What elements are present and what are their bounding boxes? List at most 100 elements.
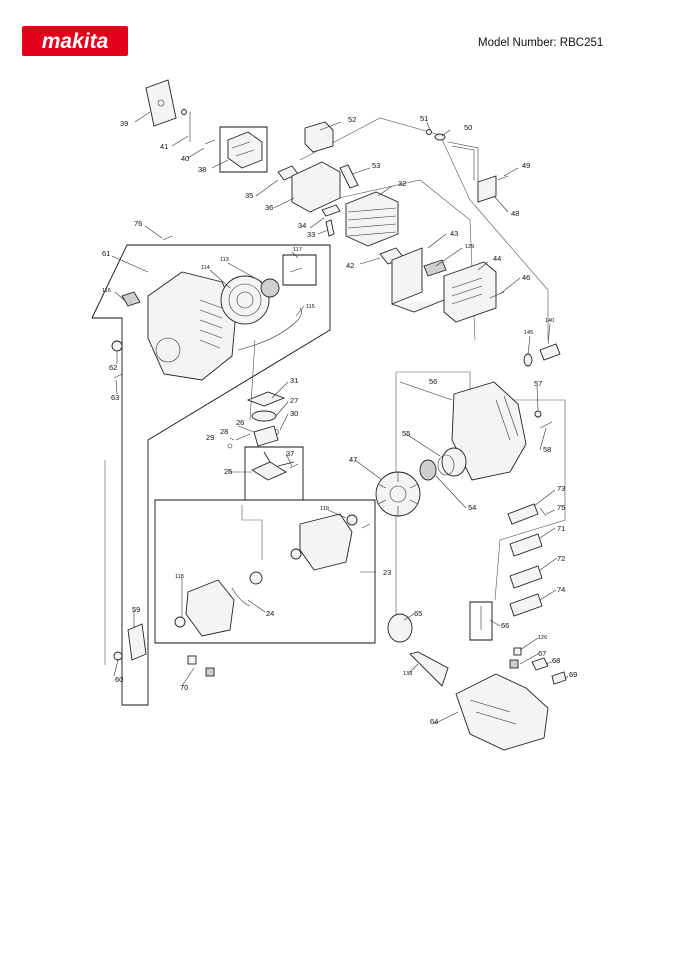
guide-line-a (299, 117, 549, 340)
label-43: 43 (450, 229, 458, 238)
part-48-ignition-coil (477, 175, 497, 203)
part-44-muffler (443, 261, 497, 323)
label-115: 115 (306, 304, 315, 310)
part-34-gasket (321, 204, 341, 217)
guide-line-h (249, 339, 256, 421)
part-54-clutch (419, 459, 437, 481)
part-55-clutch-drum (441, 447, 467, 477)
crankshaft-box (244, 446, 304, 501)
label-42: 42 (346, 261, 354, 270)
label-61: 61 (102, 249, 110, 258)
label-69: 69 (569, 670, 577, 679)
label-62: 62 (109, 363, 117, 372)
label-117: 117 (293, 247, 302, 253)
label-74: 74 (557, 585, 565, 594)
part-65-filter (387, 613, 413, 643)
part-145-washer (523, 353, 533, 367)
label-129: 129 (465, 244, 474, 250)
label-40: 40 (181, 154, 189, 163)
label-116: 116 (102, 288, 111, 294)
label-54: 54 (468, 503, 476, 512)
label-29: 29 (206, 433, 214, 442)
label-76: 76 (134, 219, 142, 228)
label-38: 38 (198, 165, 206, 174)
part-38-detail (231, 141, 255, 157)
part-58-screw (539, 421, 553, 429)
label-26: 26 (236, 418, 244, 427)
label-114: 114 (201, 265, 210, 271)
part-33-bolt (325, 219, 335, 237)
part-32-cylinder (345, 191, 399, 247)
part-57-washer (534, 410, 542, 418)
label-63: 63 (111, 393, 119, 402)
label-30: 30 (290, 409, 298, 418)
label-140: 140 (545, 318, 554, 324)
label-126: 126 (538, 635, 547, 641)
part-70-block-a (187, 655, 197, 665)
part-23-crankcase-left (185, 579, 235, 637)
label-25: 25 (224, 467, 232, 476)
part-23-crankcase-right (299, 513, 353, 571)
part-61-starter-housing (147, 271, 237, 381)
label-119: 119 (320, 506, 329, 512)
label-37: 37 (286, 449, 294, 458)
label-48: 48 (511, 209, 519, 218)
part-31-gasket (246, 391, 286, 407)
part-113-pulley (260, 278, 280, 298)
part-53-spark-plug (339, 164, 359, 189)
label-33: 33 (307, 230, 315, 239)
label-47: 47 (349, 455, 357, 464)
label-53: 53 (372, 161, 380, 170)
label-50: 50 (464, 123, 472, 132)
part-24-gasket (231, 587, 251, 607)
part-114-reel-core (236, 291, 254, 309)
part-114-reel (220, 275, 270, 325)
part-63-screw (113, 373, 123, 379)
label-138: 138 (403, 671, 412, 677)
part-68-plate (531, 657, 549, 671)
part-28-pin (235, 433, 251, 441)
part-129 (423, 259, 447, 277)
label-68: 68 (552, 656, 560, 665)
part-59-mount (127, 623, 147, 661)
part-140-bolt (539, 343, 561, 361)
part-23-screw (361, 523, 371, 529)
label-23: 23 (383, 568, 391, 577)
part-44-grille (451, 277, 483, 305)
label-28: 28 (220, 427, 228, 436)
part-67-spacer (509, 659, 519, 669)
part-138-gasket (409, 651, 449, 687)
part-64-engine-housing (455, 673, 549, 751)
part-72-clamp (509, 565, 543, 589)
label-66: 66 (501, 621, 509, 630)
label-46: 46 (522, 273, 530, 282)
part-49-screw (497, 175, 509, 181)
label-64: 64 (430, 717, 438, 726)
part-27-ring (251, 410, 277, 422)
label-58: 58 (543, 445, 551, 454)
makita-logo: makita (22, 26, 128, 56)
part-25-crankshaft (251, 451, 295, 481)
label-118: 118 (175, 574, 184, 580)
label-72: 72 (557, 554, 565, 563)
part-117-screw (289, 267, 303, 273)
label-27: 27 (290, 396, 298, 405)
part-36-plate (291, 161, 341, 213)
part-23-bearing-left (249, 571, 263, 585)
part-47-flywheel-hub (389, 485, 407, 503)
label-32: 32 (398, 179, 406, 188)
part-43-bracket (391, 247, 445, 313)
part-51 (426, 129, 432, 135)
label-44: 44 (493, 254, 501, 263)
part-39-hole (157, 99, 165, 107)
label-31: 31 (290, 376, 298, 385)
part-29-clip (227, 443, 233, 449)
model-number: Model Number: RBC251 (478, 37, 604, 49)
label-67: 67 (538, 649, 546, 658)
box-66 (469, 601, 493, 641)
label-70: 70 (180, 683, 188, 692)
label-56: 56 (429, 377, 437, 386)
part-47-fins (377, 472, 419, 516)
label-71: 71 (557, 524, 565, 533)
